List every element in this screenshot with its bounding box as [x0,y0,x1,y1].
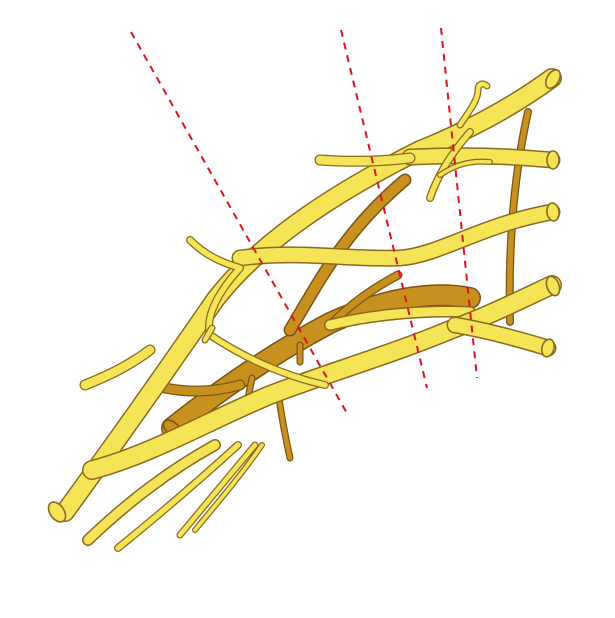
middle-nerve-cord [233,205,559,266]
bottom-right-branch-end [540,338,556,358]
top-hook-branch [457,81,490,128]
guide-lines [130,27,478,416]
middle-descending-branch [325,307,475,330]
guide-line-left [130,31,349,416]
middle-nerve-cord-end [546,202,560,222]
fan-branch-4 [193,443,264,532]
bottom-right-branch [448,318,555,355]
loop-twig [202,325,215,343]
second-nerve-cord [403,148,559,167]
crossing-twig-b [438,159,492,177]
brown-branch-left [160,380,245,396]
guide-line-right [440,27,478,379]
upper-left-stub [80,345,155,390]
yellow-nerve-layer [47,68,562,552]
upper-nerve-cord-end [544,69,562,89]
guide-line-middle [340,29,428,389]
lower-nerve-cord-end [545,275,561,297]
fan-branch-2 [115,442,241,551]
lower-nerve-cord [83,276,561,479]
fan-branch-1 [83,440,220,545]
upper-nerve-cord [56,69,561,521]
upper-left-small-branch [315,153,415,166]
lower-cord-left-end [47,501,67,523]
second-nerve-cord-end [546,150,560,170]
crossing-twig-a [427,129,473,201]
brown-vertical-right [506,109,531,325]
fan-branch-3 [177,442,258,538]
plexus-loop [187,237,328,388]
